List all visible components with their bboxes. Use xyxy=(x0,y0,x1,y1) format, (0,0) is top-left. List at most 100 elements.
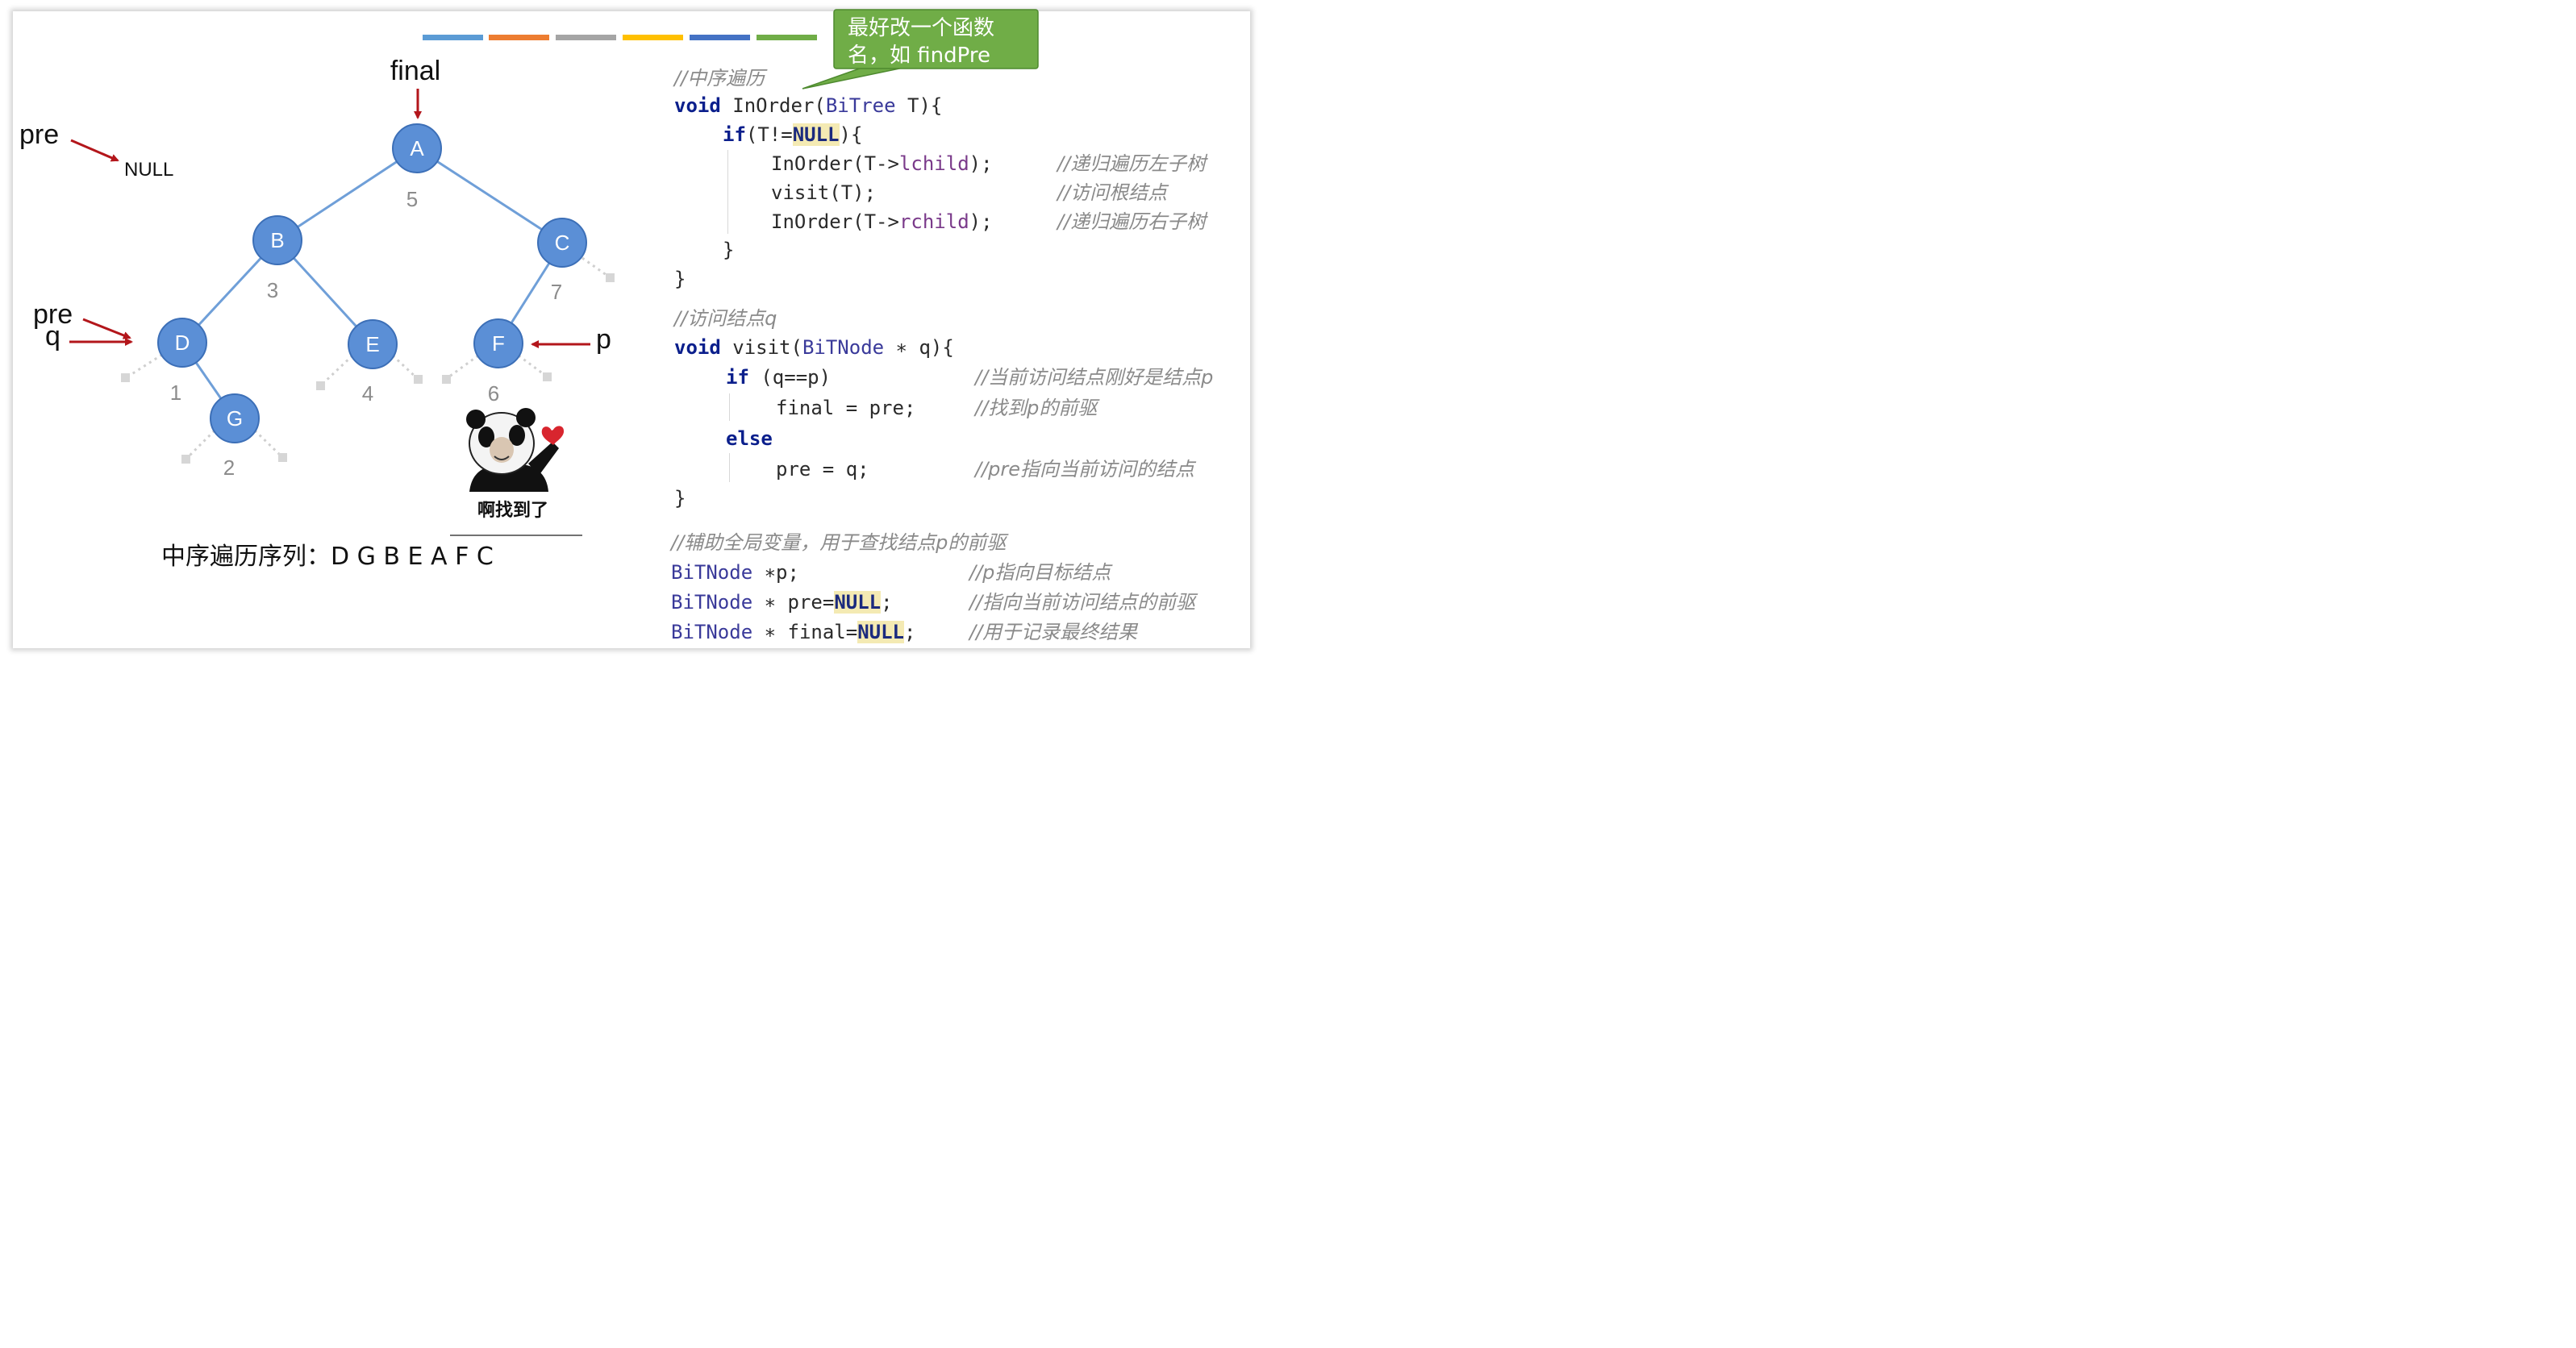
comment-pre-current: //pre指向当前访问的结点 xyxy=(975,458,1195,481)
panda-eye-right xyxy=(509,425,525,446)
callout-box xyxy=(833,9,1039,69)
inorder-visit-call: visit(T); xyxy=(771,181,877,204)
node-d-circle xyxy=(157,318,207,368)
global-pre-end: ; xyxy=(881,591,893,614)
comment-cond: //当前访问结点刚好是结点p xyxy=(975,366,1214,389)
visit-if-line: if (q==p) xyxy=(726,368,831,387)
pointer-final: final xyxy=(390,56,440,119)
null-keyword: NULL xyxy=(857,621,904,643)
global-final-end: ; xyxy=(904,621,916,643)
comment-visit: //访问结点q xyxy=(674,307,777,330)
inorder-brace-inner: } xyxy=(723,239,735,261)
slide xyxy=(13,11,1250,648)
pointer-pre-top-arrow xyxy=(70,139,119,162)
node-a-order: 5 xyxy=(406,187,418,211)
null-marker xyxy=(414,375,423,384)
inorder-call-left: InOrder(T->lchild); xyxy=(771,154,993,173)
indent-guide xyxy=(727,150,728,234)
pointer-pre-null: pre NULL xyxy=(19,119,173,181)
null-marker xyxy=(442,375,451,384)
global-pre-line: BiTNode ∗ pre=NULL; xyxy=(671,591,893,614)
edge-a-c xyxy=(416,147,563,244)
null-edge-f-right xyxy=(518,354,548,378)
if-close: ){ xyxy=(839,123,863,146)
callout-line-2: 名，如 findPre xyxy=(848,44,990,68)
binary-tree-diagram: A 5 B 3 C 7 D 1 E 4 F 6 G xyxy=(19,9,1039,571)
if-open: (T!= xyxy=(745,123,793,146)
type-bitnode: BiTNode xyxy=(671,621,753,643)
visit-param: ∗ q){ xyxy=(884,336,954,359)
inorder-signature: void InOrder(BiTree T){ xyxy=(674,96,942,115)
pointer-pre-top-label: pre xyxy=(19,119,59,150)
indent-guide xyxy=(729,393,730,421)
node-a: A 5 xyxy=(392,123,442,211)
inorder-call-right: InOrder(T->rchild); xyxy=(771,212,993,231)
node-g-order: 2 xyxy=(223,456,235,480)
comment-globals: //辅助全局变量，用于查找结点p的前驱 xyxy=(671,531,1007,554)
null-label: NULL xyxy=(124,159,173,181)
comment-visit-root: //访问根结点 xyxy=(1057,181,1168,204)
type-bitnode: BiTNode xyxy=(671,561,753,584)
global-final-line: BiTNode ∗ final=NULL; xyxy=(671,621,916,643)
node-e-label: E xyxy=(365,332,379,356)
node-e-circle xyxy=(348,319,398,369)
null-marker xyxy=(181,455,190,464)
null-edge-d-left xyxy=(126,353,163,379)
strip-segment-6 xyxy=(757,35,817,40)
comment-global-final: //用于记录最终结果 xyxy=(969,621,1138,643)
type-bitree: BiTree xyxy=(825,94,896,117)
pointer-pre-q: pre q xyxy=(33,299,133,352)
call3-b: ); xyxy=(969,210,993,233)
global-final-decl: ∗ final= xyxy=(752,621,858,643)
assign-final-line: final = pre; xyxy=(776,397,916,419)
inorder-name: InOrder( xyxy=(720,94,826,117)
node-d-order: 1 xyxy=(170,381,181,405)
pointer-p-label: p xyxy=(596,324,611,355)
comment-recurse-right: //递归遍历右子树 xyxy=(1057,210,1207,233)
pointer-final-label: final xyxy=(390,56,440,86)
null-edge-e-left xyxy=(319,354,354,387)
node-c: C 7 xyxy=(537,218,587,304)
assign-pre-line: pre = q; xyxy=(776,458,869,481)
indent-guide xyxy=(729,453,730,482)
node-f-label: F xyxy=(492,331,505,356)
global-pre-decl: ∗ pre= xyxy=(752,591,835,614)
comment-found-pre: //找到p的前驱 xyxy=(975,397,1098,419)
panda-mouth xyxy=(494,456,510,460)
null-marker xyxy=(606,273,615,282)
null-edge-c-right xyxy=(581,256,611,279)
comment-global-p: //p指向目标结点 xyxy=(969,561,1111,584)
inorder-sequence-text: 中序遍历序列：D G B E A F C xyxy=(161,543,494,571)
null-edge-f-left xyxy=(445,354,479,381)
node-b-label: B xyxy=(270,228,284,252)
null-keyword: NULL xyxy=(834,591,882,614)
null-markers xyxy=(121,273,615,464)
panda-eye-left xyxy=(478,426,494,447)
visit-signature: void visit(BiTNode ∗ q){ xyxy=(674,338,954,357)
kw-if: if xyxy=(723,123,746,146)
node-f-circle xyxy=(473,318,523,368)
node-g-circle xyxy=(210,393,260,443)
kw-else: else xyxy=(726,427,773,450)
panda-ear-right xyxy=(516,408,536,427)
node-b-circle xyxy=(252,215,302,265)
node-b: B 3 xyxy=(252,215,302,302)
visit-brace: } xyxy=(674,487,686,510)
kw-void: void xyxy=(674,336,721,359)
edge-a-b xyxy=(277,147,418,242)
null-edges xyxy=(126,256,611,460)
null-keyword: NULL xyxy=(792,123,840,146)
node-g: G 2 xyxy=(210,393,260,480)
panda-meme-sticker: 啊找到了 xyxy=(466,408,565,521)
node-e: E 4 xyxy=(348,319,398,406)
global-p-line: BiTNode ∗p; xyxy=(671,563,799,582)
inorder-brace-outer: } xyxy=(674,268,686,290)
null-marker xyxy=(121,373,130,382)
tree-edges xyxy=(181,147,564,419)
node-d-label: D xyxy=(175,331,190,355)
visit-else-line: else xyxy=(726,429,773,448)
heart-icon xyxy=(541,426,565,445)
strip-segment-2 xyxy=(489,35,549,40)
type-bitnode: BiTNode xyxy=(671,591,753,614)
pointer-q-label: q xyxy=(45,321,60,352)
